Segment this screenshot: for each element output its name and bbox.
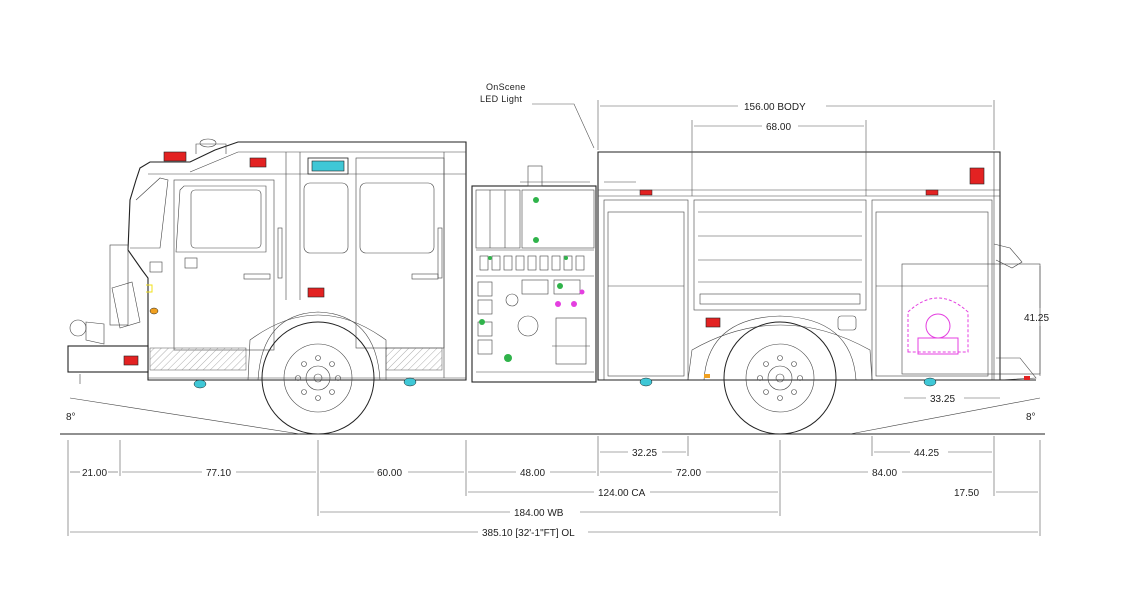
dim-rear-body: 84.00 [872,468,897,479]
dim-axle-to-pump: 60.00 [377,468,402,479]
right-dimensions: 41.25 33.25 [904,266,1049,405]
dim-compartment-width: 68.00 [766,122,791,133]
top-dimensions: 156.00 BODY 68.00 [597,100,995,196]
dim-front-to-axle: 77.10 [206,468,231,479]
pink-equipment-outline [907,297,969,355]
apparatus-body [597,151,1041,387]
dim-bumper: 21.00 [82,468,107,479]
dim-ped-right: 44.25 [914,448,939,459]
rear-wheel [723,321,837,435]
departure-angle-label: 8° [1026,412,1036,423]
callout-line-2: LED Light [480,94,522,104]
dim-wheelbase: 184.00 WB [514,508,564,519]
dim-cab-to-axle: 124.00 CA [598,488,646,499]
dim-ped-left: 32.25 [632,448,657,459]
callout-line-1: OnScene [486,82,526,92]
bottom-dimensions: 32.25 44.25 21.00 77.10 60.00 48.00 72.0… [67,436,1041,539]
pink-valve-indicators [555,289,585,307]
dim-pump: 48.00 [520,468,545,479]
green-valve-indicators [479,197,568,362]
ground-line [60,397,1045,435]
dim-height: 41.25 [1024,313,1049,324]
pump-panel [471,165,597,383]
dim-rear-compartment: 33.25 [930,394,955,405]
front-wheel [261,321,375,435]
dim-overall-length: 385.10 [32'-1"FT] OL [482,528,575,539]
approach-angle-label: 8° [66,412,76,423]
dim-body-length: 156.00 BODY [744,102,806,113]
onscene-led-light-callout: OnScene LED Light [480,82,595,149]
dim-rear-step: 17.50 [954,488,979,499]
dim-front-body: 72.00 [676,468,701,479]
cab [67,138,467,389]
